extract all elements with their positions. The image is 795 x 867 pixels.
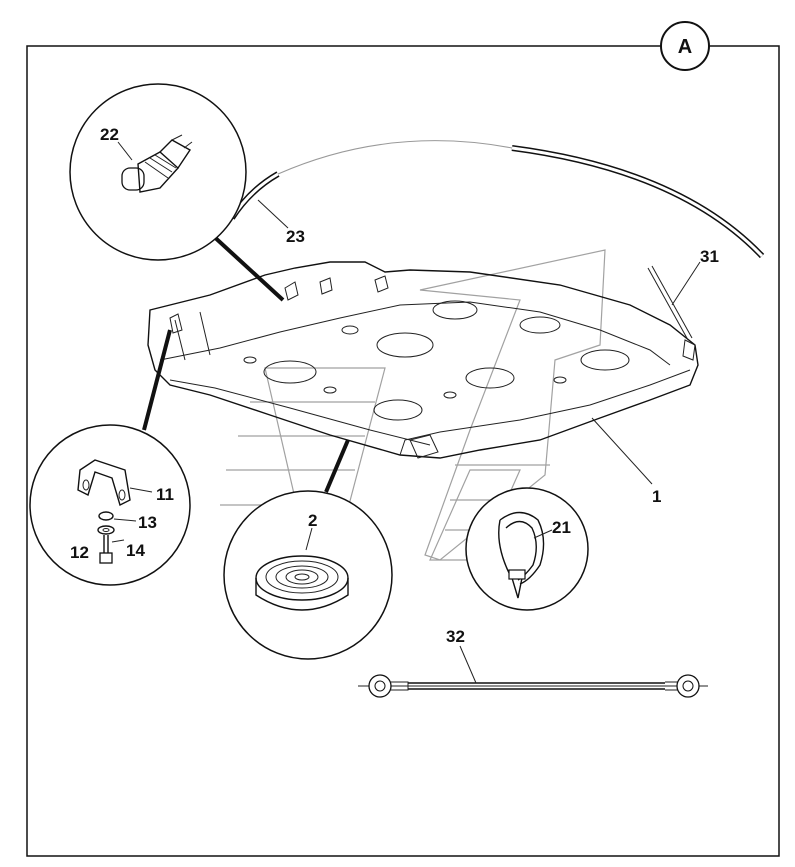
ground-strap-part-32 [358, 674, 708, 698]
cable-part-31 [647, 265, 693, 341]
callout-12: 12 [70, 543, 89, 562]
callout-1: 1 [652, 487, 661, 506]
detail-circle-2: 2 [223, 439, 393, 660]
callout-11: 11 [156, 485, 174, 504]
hose-part-23 [229, 140, 765, 259]
callout-14: 14 [126, 541, 145, 560]
bracket-part-11 [77, 459, 131, 506]
leader-31 [671, 261, 701, 306]
detail-circle-bracket: 11 13 12 14 [29, 329, 191, 586]
diagram-frame [26, 45, 780, 857]
callout-22: 22 [100, 125, 119, 144]
callout-32: 32 [446, 627, 465, 646]
callout-2: 2 [308, 511, 317, 530]
leader-32 [459, 645, 477, 684]
detail-circle-22: 22 [69, 83, 285, 302]
bolt-part-12 [99, 535, 113, 564]
leader-1 [591, 417, 653, 485]
leader-23 [257, 199, 289, 229]
view-label-badge: A [660, 21, 710, 71]
callout-13: 13 [138, 513, 157, 532]
view-label: A [678, 36, 692, 58]
detail-circle-21: 21 [465, 487, 589, 611]
callout-21: 21 [552, 518, 571, 537]
callout-31: 31 [700, 247, 719, 266]
callout-23: 23 [286, 227, 305, 246]
tray-part-1 [147, 261, 699, 459]
washer-part-13 [97, 511, 115, 535]
tape-roll-part-2 [255, 555, 349, 611]
connector-part-22 [121, 134, 193, 193]
cable-tie-part-21 [498, 511, 545, 599]
